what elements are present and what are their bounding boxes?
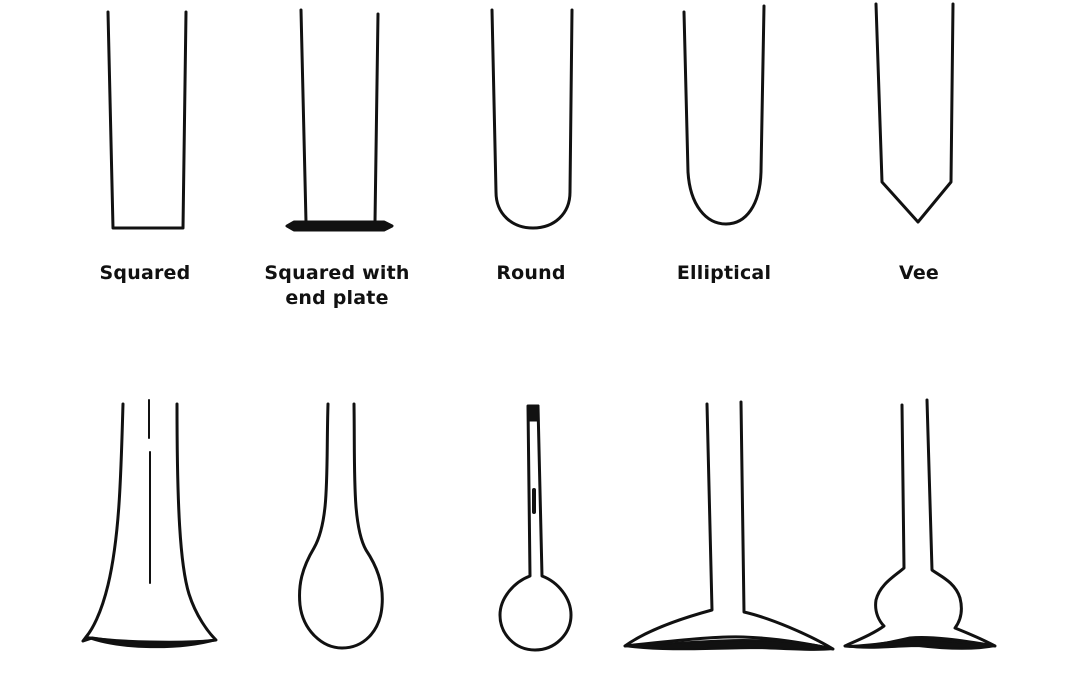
vee-shape [874,2,955,224]
label-elliptical: Elliptical [634,261,814,286]
label-squared-with-end-plate-line2: end plate [285,287,389,309]
label-vee: Vee [829,261,1009,286]
label-squared: Squared [55,261,235,286]
teardrop-shape [298,402,384,650]
keyhole-shape [498,404,573,652]
label-squared-with-end-plate: Squared with end plate [247,261,427,311]
squared-with-end-plate-shape [285,8,394,232]
squared-shape [106,10,188,230]
label-squared-with-end-plate-line1: Squared with [264,262,410,284]
label-round: Round [441,261,621,286]
elliptical-shape [682,4,766,226]
round-shape [490,8,574,230]
bulb-with-flanges-shape [843,398,997,650]
label-round-text: Round [496,262,566,284]
flared-shape [81,399,218,649]
label-vee-text: Vee [898,262,940,284]
label-elliptical-text: Elliptical [676,262,772,284]
wide-base-shape [623,400,835,651]
label-squared-text: Squared [99,262,191,284]
